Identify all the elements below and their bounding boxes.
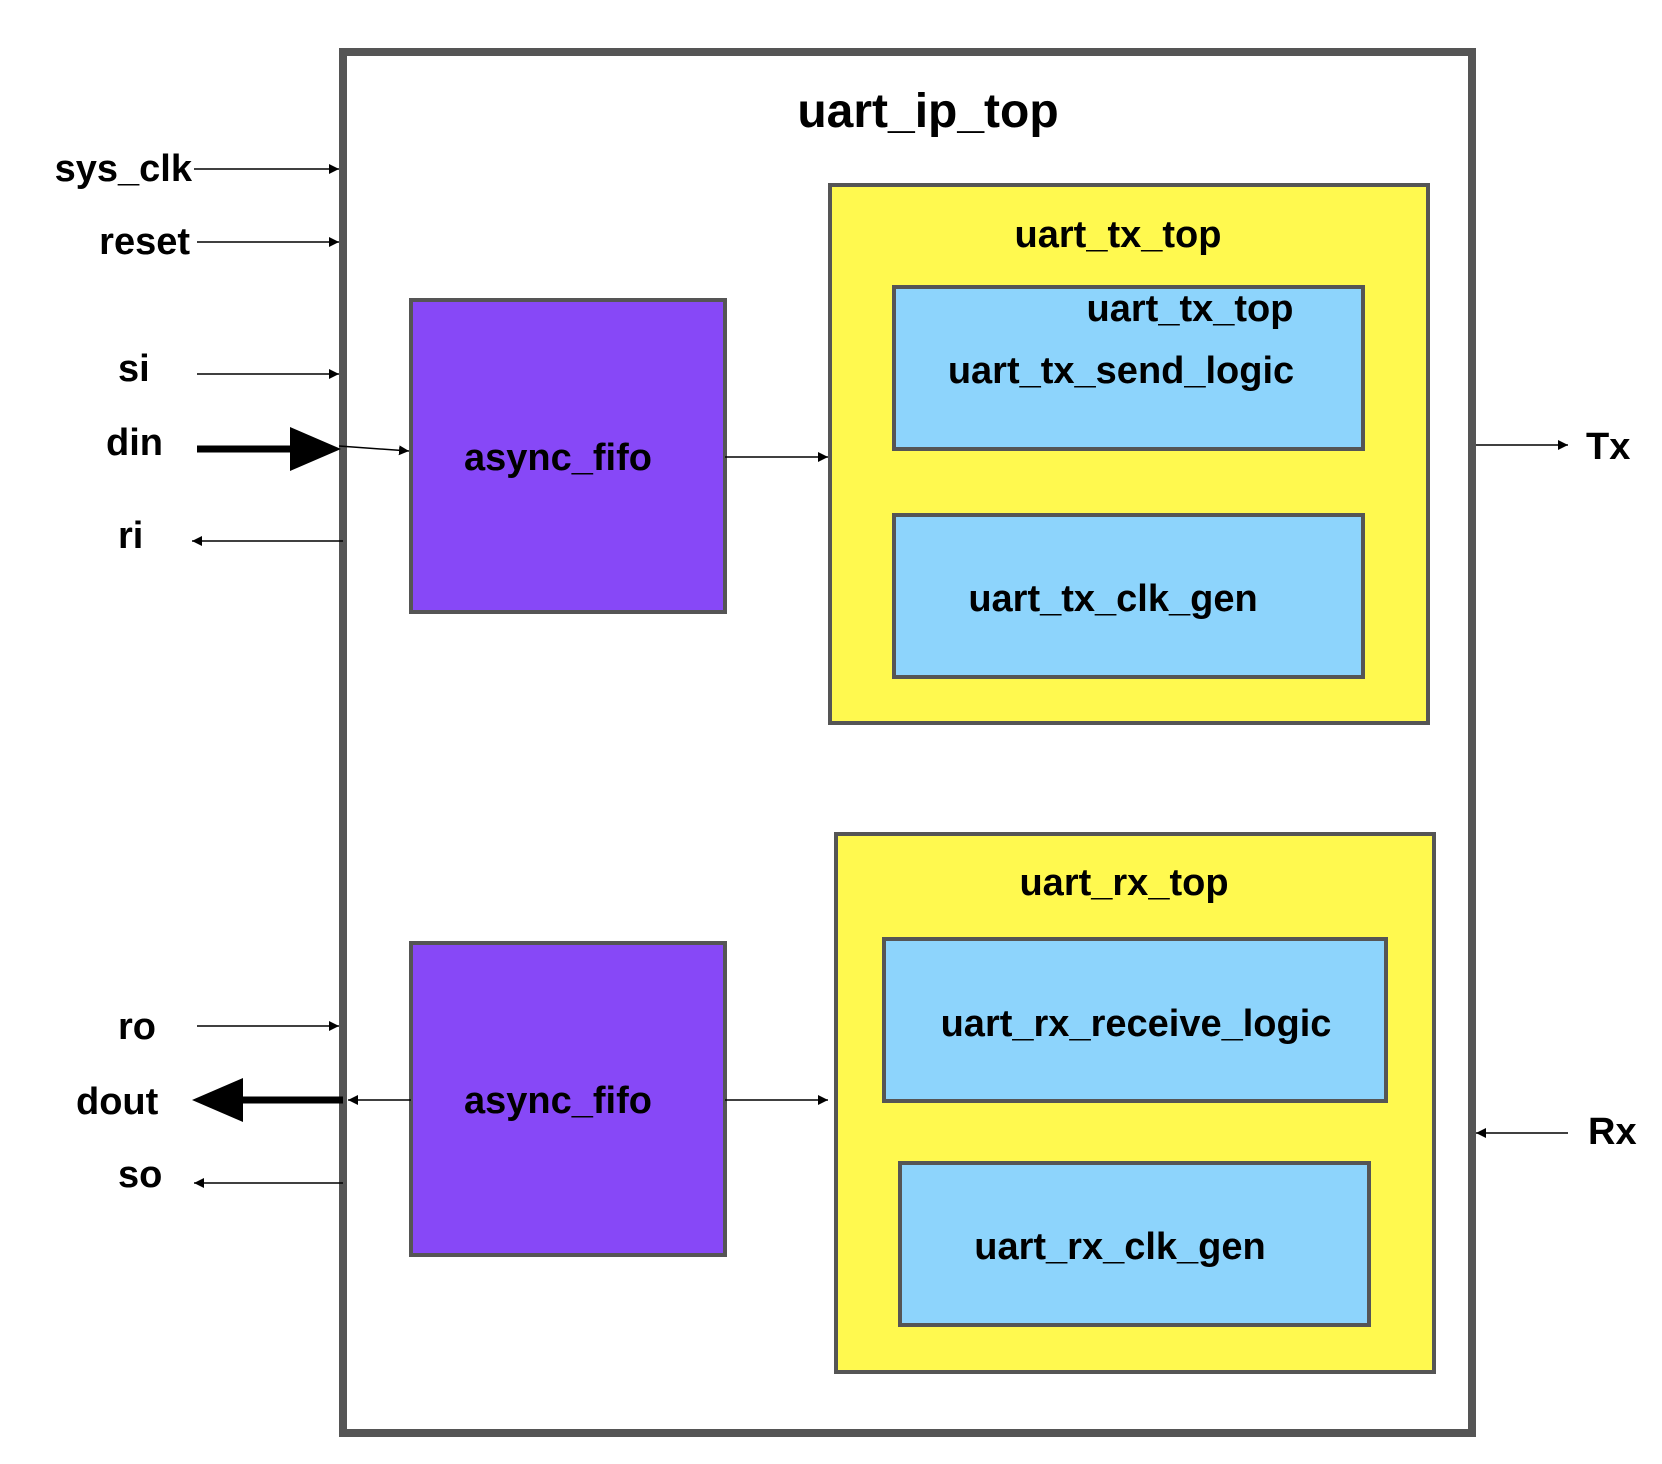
uart-ip-top-title: uart_ip_top <box>797 85 1059 138</box>
so-label: so <box>118 1154 163 1196</box>
uart-tx-clk-gen-label: uart_tx_clk_gen <box>968 578 1258 620</box>
uart-tx-send-logic-title: uart_tx_top <box>1086 288 1294 330</box>
reset-label: reset <box>99 221 190 263</box>
uart-tx-clk-gen-block <box>892 513 1365 679</box>
async-fifo-rx-label: async_fifo <box>464 1080 652 1122</box>
tx-label: Tx <box>1586 426 1631 468</box>
uart-tx-send-logic-block <box>892 285 1365 451</box>
async-fifo-rx-block <box>409 941 727 1257</box>
din-label: din <box>106 422 163 464</box>
rx-label: Rx <box>1588 1111 1637 1153</box>
sys-clk-label: sys_clk <box>54 148 192 190</box>
uart-rx-clk-gen-label: uart_rx_clk_gen <box>974 1226 1266 1268</box>
uart-tx-top-title: uart_tx_top <box>1014 214 1222 256</box>
uart-rx-receive-logic-block <box>882 937 1388 1103</box>
din-to-fifo-arrow <box>338 445 410 456</box>
si-label: si <box>118 348 150 390</box>
async-fifo-tx-block <box>409 298 727 614</box>
uart-rx-top-title: uart_rx_top <box>1019 862 1229 904</box>
ri-label: ri <box>118 515 144 557</box>
dout-label: dout <box>76 1081 159 1123</box>
din-bus-arrowhead <box>290 427 341 471</box>
uart-rx-receive-logic-label: uart_rx_receive_logic <box>940 1003 1332 1045</box>
ro-label: ro <box>118 1006 156 1048</box>
dout-bus-arrowhead <box>192 1078 243 1122</box>
uart-tx-send-logic-label: uart_tx_send_logic <box>947 350 1295 392</box>
async-fifo-tx-label: async_fifo <box>464 437 652 479</box>
uart-rx-clk-gen-block <box>898 1161 1371 1327</box>
